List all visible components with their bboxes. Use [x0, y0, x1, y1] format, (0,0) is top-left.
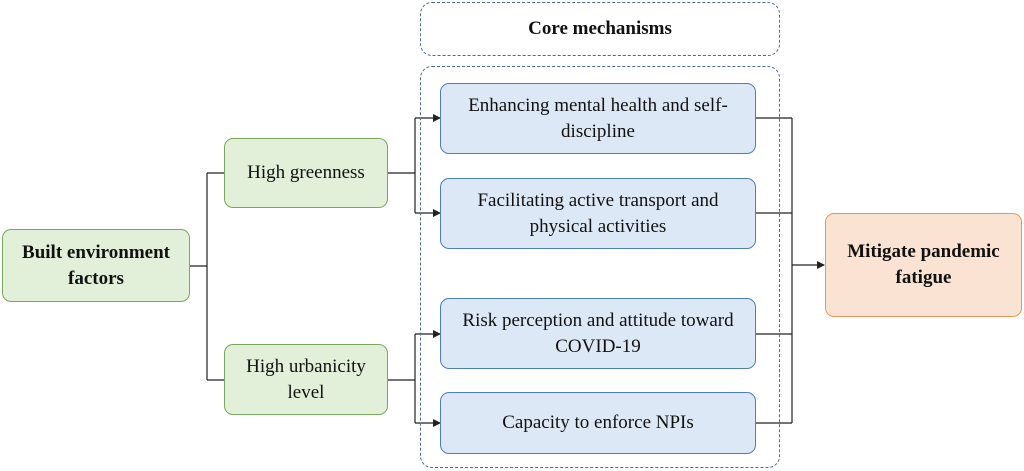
mechanisms-group-frame — [420, 66, 780, 468]
node-mechanism-enforce-npis-label: Capacity to enforce NPIs — [502, 412, 694, 434]
node-mechanism-active-transport-label: Facilitating active transport and physic… — [477, 189, 719, 237]
node-built-environment-factors-label: Built environment factors — [22, 241, 170, 289]
node-built-environment-factors: Built environment factors — [2, 229, 190, 302]
core-mechanisms-header: Core mechanisms — [528, 18, 672, 39]
node-mechanism-mental-health: Enhancing mental health and self-discipl… — [440, 83, 756, 154]
node-high-urbanicity-label: High urbanicity level — [246, 355, 366, 403]
node-mitigate-pandemic-fatigue: Mitigate pandemic fatigue — [825, 213, 1022, 317]
node-high-urbanicity: High urbanicity level — [224, 344, 388, 415]
node-mitigate-pandemic-fatigue-label: Mitigate pandemic fatigue — [847, 241, 1000, 288]
node-mechanism-active-transport: Facilitating active transport and physic… — [440, 178, 756, 249]
node-mechanism-enforce-npis: Capacity to enforce NPIs — [440, 392, 756, 454]
node-mechanism-risk-perception-label: Risk perception and attitude toward COVI… — [462, 309, 734, 357]
node-high-greenness: High greenness — [224, 138, 388, 208]
core-mechanisms-header-frame — [420, 2, 780, 56]
node-mechanism-risk-perception: Risk perception and attitude toward COVI… — [440, 298, 756, 369]
node-mechanism-mental-health-label: Enhancing mental health and self-discipl… — [468, 94, 728, 142]
node-high-greenness-label: High greenness — [247, 162, 365, 184]
